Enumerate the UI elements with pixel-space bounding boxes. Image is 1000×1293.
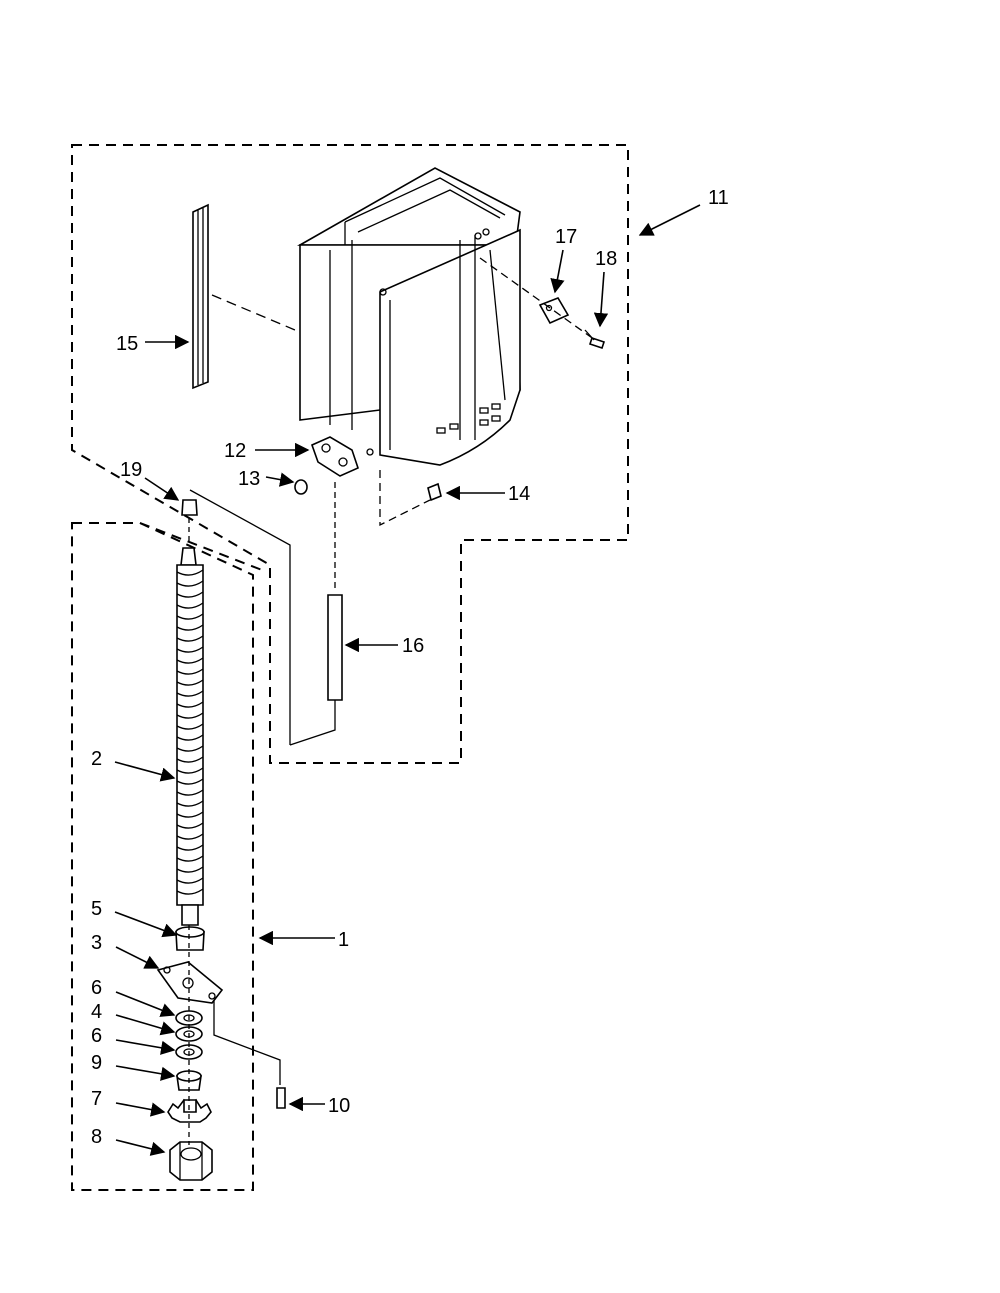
actuator-cam: [310, 436, 374, 477]
callout-18: 18: [595, 248, 617, 270]
auger-coil: [176, 668, 204, 675]
auger-coil: [176, 800, 204, 807]
callout-17: 17: [555, 226, 577, 248]
screw-14: [427, 482, 442, 502]
auger-coil: [176, 789, 204, 796]
screw-18: [584, 329, 606, 350]
auger-coil: [176, 844, 204, 851]
callout-16: 16: [402, 635, 424, 657]
auger-coil: [176, 701, 204, 708]
auger-coil: [176, 767, 204, 774]
auger-coil: [176, 778, 204, 785]
auger-coil: [176, 635, 204, 642]
callout-15: 15: [116, 333, 138, 355]
auger-coil: [176, 602, 204, 609]
auger-coil: [176, 734, 204, 741]
cap-19: [181, 499, 198, 516]
callout-13: 13: [238, 468, 260, 490]
callout-5: 5: [91, 898, 102, 920]
ice-bin-housing: [296, 167, 521, 466]
auger-coil: [176, 723, 204, 730]
assembly-boundary-joint: [139, 522, 263, 571]
auger-coil: [176, 569, 204, 576]
assembly-1-boundary: [71, 522, 254, 1191]
auger-coil: [176, 877, 204, 884]
gasket-strip: [192, 203, 209, 390]
auger-coil: [176, 679, 204, 686]
callout-9: 9: [91, 1052, 102, 1074]
callout-11: 11: [708, 187, 729, 209]
callout-14: 14: [508, 483, 530, 505]
callout-3: 3: [91, 932, 102, 954]
callout-8: 8: [91, 1126, 102, 1148]
auger-coil: [176, 624, 204, 631]
callout-12: 12: [224, 440, 246, 462]
auger-coil: [176, 822, 204, 829]
auger-coil: [176, 646, 204, 653]
auger-coil: [176, 690, 204, 697]
bushing-5: [175, 926, 205, 951]
mounting-plate-3: [156, 961, 224, 1004]
callout-6b: 6: [91, 1025, 102, 1047]
callout-10: 10: [328, 1095, 350, 1117]
auger-coil: [176, 833, 204, 840]
auger-coil: [176, 888, 204, 895]
auger-coil: [176, 613, 204, 620]
sprocket-7: [167, 1098, 212, 1123]
washer-13: [294, 479, 308, 495]
nut-8: [169, 1141, 213, 1181]
auger-coil: [176, 712, 204, 719]
auger-coil: [176, 657, 204, 664]
auger-coil: [176, 591, 204, 598]
auger-coil: [176, 855, 204, 862]
rod-16: [327, 594, 343, 701]
screw-10: [276, 1087, 286, 1109]
auger-coil: [176, 580, 204, 587]
leader-lines: [114, 204, 701, 1156]
auger-coil: [176, 745, 204, 752]
callout-1: 1: [338, 929, 349, 951]
auger-coil: [176, 756, 204, 763]
auger-coil: [176, 866, 204, 873]
callout-2: 2: [91, 748, 102, 770]
callout-19: 19: [120, 459, 142, 481]
auger-2: [176, 547, 204, 926]
callout-7: 7: [91, 1088, 102, 1110]
callout-6a: 6: [91, 977, 102, 999]
assembly-11-boundary: [71, 144, 629, 764]
callout-4: 4: [91, 1001, 102, 1023]
auger-coil: [176, 811, 204, 818]
bracket: [538, 297, 570, 325]
